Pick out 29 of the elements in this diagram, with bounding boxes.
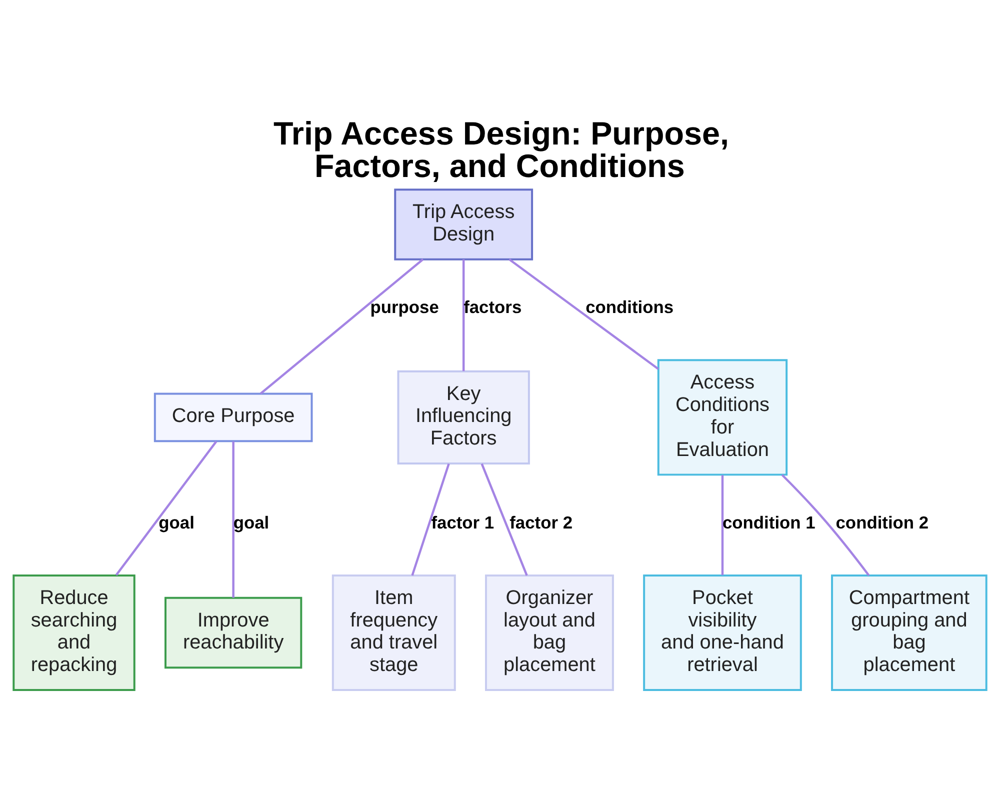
node-box: Organizer layout and bag placement xyxy=(485,574,614,691)
connector xyxy=(508,258,659,370)
edge-label: condition 2 xyxy=(836,512,929,532)
node-box: Key Influencing Factors xyxy=(397,370,530,464)
node-box: Trip Access Design xyxy=(394,188,534,260)
edge-label: conditions xyxy=(586,296,674,317)
node-box: Improve reachability xyxy=(164,596,302,668)
connector xyxy=(260,258,424,394)
connector xyxy=(232,440,234,598)
edge-label: goal xyxy=(158,512,194,532)
edge-label: condition 1 xyxy=(722,512,816,532)
node-box: Item frequency and travel stage xyxy=(332,574,456,691)
connector xyxy=(721,474,724,575)
edge-label: goal xyxy=(233,512,270,532)
edge-label: factor 2 xyxy=(510,512,573,532)
edge-label: factors xyxy=(464,296,522,317)
connector xyxy=(462,258,465,371)
node-box: Compartment grouping and bag placement xyxy=(831,574,988,691)
node-box: Core Purpose xyxy=(154,392,313,442)
edge-label: purpose xyxy=(370,296,439,317)
connector xyxy=(115,440,218,576)
connector xyxy=(411,462,450,576)
edge-label: factor 1 xyxy=(431,512,494,532)
node-box: Access Conditions for Evaluation xyxy=(657,358,788,476)
connector xyxy=(480,462,528,576)
diagram-title: Trip Access Design: Purpose, Factors, and Conditions xyxy=(273,115,730,184)
node-box: Reduce searching and repacking xyxy=(12,574,136,691)
node-box: Pocket visibility and one-hand retrieval xyxy=(643,574,802,691)
connector xyxy=(781,474,870,576)
